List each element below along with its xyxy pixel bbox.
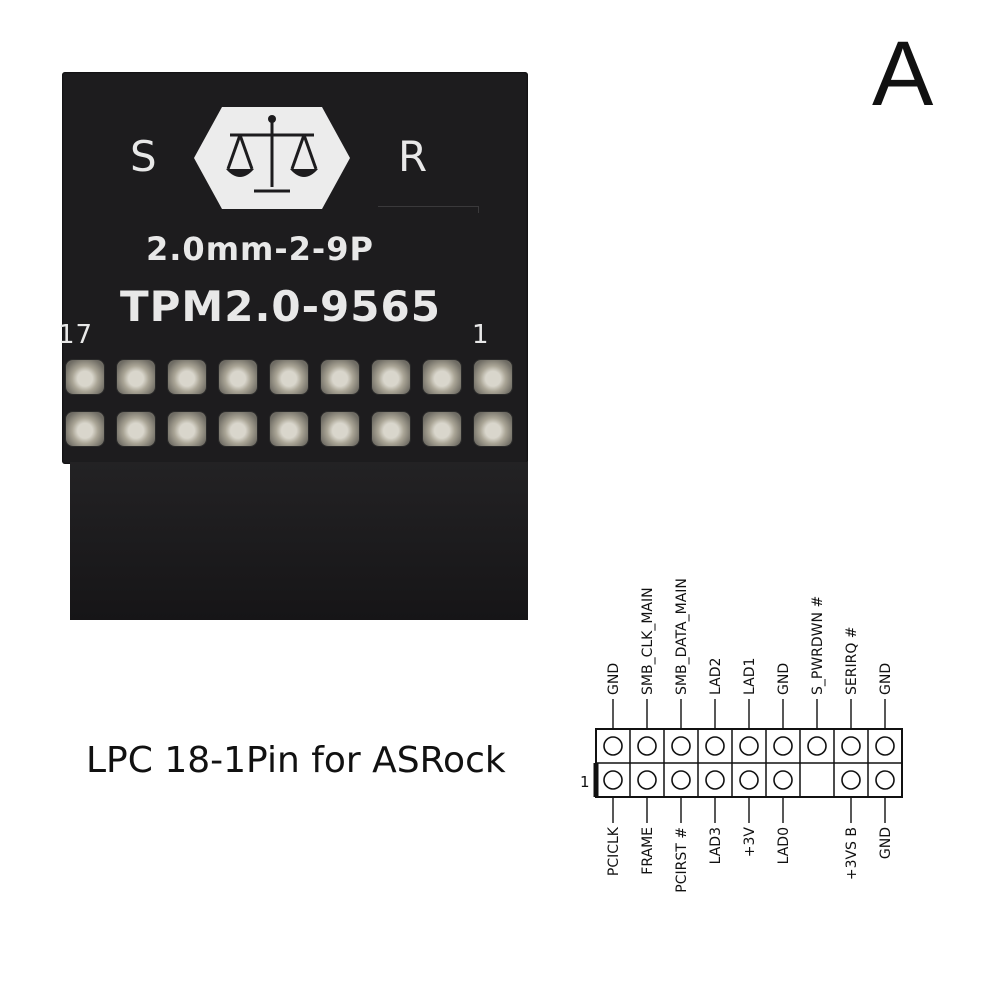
top-pin-label: SMB_DATA_MAIN bbox=[674, 578, 690, 695]
solder-pad bbox=[168, 360, 206, 394]
header-pin-bottom bbox=[705, 770, 725, 790]
top-pin-label: SMB_CLK_MAIN bbox=[640, 587, 656, 695]
header-pin-top bbox=[773, 736, 793, 756]
header-pin-top bbox=[705, 736, 725, 756]
solder-pad bbox=[66, 412, 104, 446]
silkscreen-s: S bbox=[130, 132, 158, 181]
solder-pad bbox=[66, 360, 104, 394]
solder-pad bbox=[168, 412, 206, 446]
bottom-pin-label: PCIRST # bbox=[674, 827, 690, 893]
silkscreen-pin-17: 17 bbox=[58, 320, 94, 350]
header-pin-top bbox=[841, 736, 861, 756]
bottom-pin-label: +3V bbox=[742, 827, 758, 858]
bottom-pin-label: PCICLK bbox=[606, 826, 622, 876]
top-pin-label: GND bbox=[878, 663, 894, 695]
bottom-pin-label: +3VS B bbox=[844, 827, 860, 880]
header-pin-bottom bbox=[875, 770, 895, 790]
top-pin-label: S_PWRDWN # bbox=[810, 596, 826, 695]
solder-pad bbox=[321, 360, 359, 394]
solder-pad bbox=[117, 360, 155, 394]
bottom-pin-label: LAD3 bbox=[708, 827, 724, 864]
header-pin-top bbox=[875, 736, 895, 756]
header-pin-top bbox=[637, 736, 657, 756]
bottom-pin-label: LAD0 bbox=[776, 827, 792, 864]
silkscreen-pin-1: 1 bbox=[472, 320, 490, 350]
solder-pad bbox=[219, 360, 257, 394]
header-pin-top bbox=[603, 736, 623, 756]
corner-letter: A bbox=[872, 23, 934, 125]
bottom-pin-label: FRAME bbox=[640, 827, 656, 875]
scales-icon bbox=[194, 107, 350, 209]
top-pin-label: GND bbox=[776, 663, 792, 695]
solder-pad bbox=[270, 412, 308, 446]
top-pin-label: LAD2 bbox=[708, 658, 724, 695]
tpm-connector-housing bbox=[70, 462, 528, 620]
solder-pad-row-top bbox=[66, 360, 512, 394]
header-pin-bottom bbox=[773, 770, 793, 790]
solder-pad bbox=[474, 360, 512, 394]
pin1-marker-label: 1 bbox=[580, 773, 590, 791]
solder-pad bbox=[474, 412, 512, 446]
header-pin-bottom bbox=[671, 770, 691, 790]
top-pin-label: GND bbox=[606, 663, 622, 695]
solder-pad bbox=[423, 412, 461, 446]
header-pin-top bbox=[807, 736, 827, 756]
header-pin-bottom bbox=[739, 770, 759, 790]
solder-pad bbox=[321, 412, 359, 446]
silkscreen-pitch-spec: 2.0mm-2-9P bbox=[146, 230, 374, 268]
silkscreen-r: R bbox=[398, 132, 429, 181]
diagram-title: LPC 18-1Pin for ASRock bbox=[86, 740, 506, 781]
silkscreen-model: TPM2.0-9565 bbox=[120, 282, 441, 331]
header-pin-top bbox=[671, 736, 691, 756]
solder-pad-row-bottom bbox=[66, 412, 512, 446]
solder-pad bbox=[219, 412, 257, 446]
header-pin-bottom bbox=[841, 770, 861, 790]
solder-pad bbox=[372, 412, 410, 446]
solder-pad bbox=[372, 360, 410, 394]
header-pin-bottom bbox=[603, 770, 623, 790]
solder-pad bbox=[270, 360, 308, 394]
top-pin-label: LAD1 bbox=[742, 658, 758, 695]
header-pin-top bbox=[739, 736, 759, 756]
pcb-trace bbox=[378, 206, 479, 213]
top-pin-label: SERIRQ # bbox=[844, 626, 860, 695]
solder-pad bbox=[117, 412, 155, 446]
bottom-pin-label: GND bbox=[878, 827, 894, 859]
solder-pad bbox=[423, 360, 461, 394]
header-pin-bottom bbox=[637, 770, 657, 790]
